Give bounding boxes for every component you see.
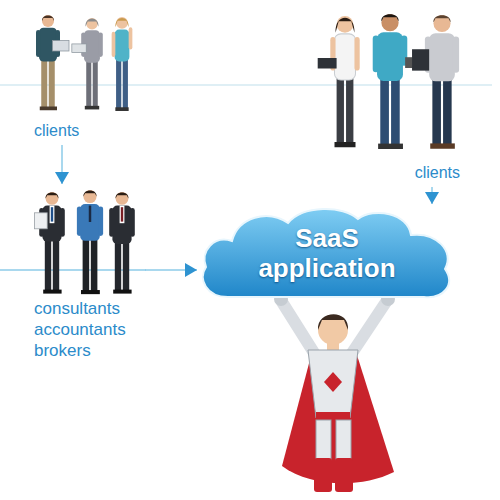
person-figure — [72, 18, 103, 109]
group-label: clients — [415, 163, 460, 182]
person-figure — [112, 17, 133, 111]
person-figure — [77, 190, 103, 294]
advisors-group: consultants accountants brokers — [25, 185, 145, 365]
person-figure — [373, 14, 413, 149]
arrow-head — [425, 192, 439, 204]
person-figure — [109, 192, 135, 294]
arrow-head — [55, 172, 69, 184]
person-figure — [36, 15, 69, 110]
cloud-label: SaaS application — [258, 223, 395, 283]
cloud-node: SaaS application — [198, 205, 456, 300]
group-label: clients — [34, 121, 79, 140]
person-figure — [318, 16, 360, 147]
arrow-head — [185, 263, 197, 277]
clients-group: clients — [320, 5, 480, 185]
cloud-outline — [203, 209, 449, 297]
flow-arrow — [55, 145, 69, 184]
flow-arrow — [425, 187, 439, 204]
person-figure — [412, 15, 459, 149]
group-label: consultants accountants brokers — [34, 298, 126, 361]
person-figure — [34, 192, 64, 294]
superhero-figure — [274, 292, 395, 492]
flow-arrow — [145, 263, 197, 277]
clients-group: clients — [15, 8, 165, 143]
